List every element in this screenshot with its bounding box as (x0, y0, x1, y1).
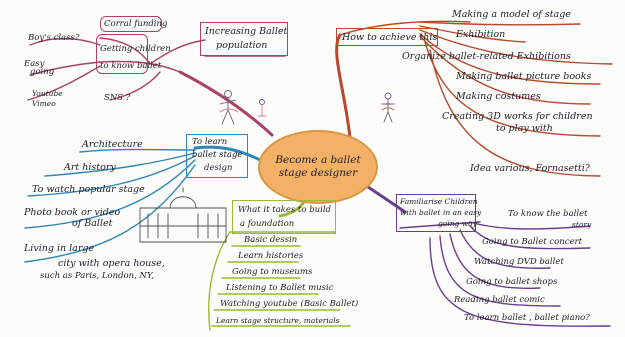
achieve-item: to play with (496, 123, 553, 134)
achieve-item: Making costumes (456, 91, 541, 102)
central-topic-line-2: stage designer (278, 167, 358, 179)
familiarise-title-line-1: Familiarise Children (400, 197, 478, 206)
central-topic: Become a ballet stage designer (258, 130, 378, 204)
familiarise-title-line-3: going way (438, 219, 477, 228)
familiarise-item: Reading ballet comic (454, 295, 545, 305)
familiarise-item: Going to Ballet concert (482, 237, 582, 247)
learn-item: Architecture (82, 139, 143, 150)
achieve-title: How to achieve this (342, 32, 438, 43)
foundation-item: Learn stage structure, materials (216, 316, 340, 325)
learn-item: city with opera house, (58, 258, 165, 269)
familiarise-title-line-2: with ballet in an easy (400, 208, 482, 217)
youtube-line-2: Vimeo (32, 99, 56, 108)
foundation-title-line-1: What it takes to build (238, 205, 331, 215)
population-title-line-1: Increasing Ballet (205, 26, 288, 37)
familiarise-item: Going to ballet shops (466, 277, 558, 287)
learn-item: To watch popular stage (32, 184, 145, 195)
getting-children-line-1: Getting children (100, 44, 171, 54)
learn-item: Art history (64, 162, 116, 173)
learn-item: Living in large (24, 243, 95, 254)
achieve-item: Making a model of stage (452, 9, 571, 20)
familiarise-item: Watching DVD ballet (474, 257, 564, 267)
achieve-branch-box (336, 28, 438, 46)
familiarise-item: To know the ballet (508, 209, 588, 219)
achieve-item: Creating 3D works for children (442, 111, 593, 122)
easy-line-1: Easy (24, 59, 45, 69)
learn-item: Photo book or video (24, 207, 121, 218)
youtube-line-1: Youtube (32, 89, 63, 98)
corral-label: Corral funding (104, 19, 168, 29)
foundation-item: Learn histories (238, 251, 304, 261)
foundation-item: Basic dessin (244, 235, 298, 245)
central-topic-line-1: Become a ballet (275, 153, 361, 166)
achieve-item: Making ballet picture books (456, 71, 592, 82)
foundation-item: Listening to Ballet music (226, 283, 334, 293)
foundation-item: Going to museums (232, 267, 313, 277)
getting-children-box (96, 34, 148, 74)
achieve-item: Organize ballet-related Exhibitions (402, 51, 571, 62)
boys-class-label: Boy's class? (28, 33, 80, 43)
learn-title-line-3: design (204, 163, 233, 173)
achieve-item: Idea various, Fornasetti? (470, 163, 590, 174)
foundation-branch-box (232, 200, 336, 234)
population-title-line-2: population (216, 40, 268, 51)
foundation-title-line-2: a foundation (240, 219, 295, 229)
foundation-item: Watching youtube (Basic Ballet) (220, 299, 359, 309)
sns-label: SNS ? (104, 93, 131, 103)
familiarise-item: To learn ballet , ballet piano? (464, 313, 590, 323)
familiarise-branch-box (396, 194, 476, 232)
achieve-item: Exhibition (456, 29, 506, 40)
getting-children-line-2: to know ballet (100, 61, 162, 71)
learn-item: such as Paris, London, NY, (40, 271, 155, 281)
learn-title-line-2: ballet stage (192, 150, 243, 160)
learn-branch-box (186, 134, 248, 178)
learn-item: of Ballet (72, 218, 113, 229)
population-branch-box (200, 22, 288, 56)
corral-box (100, 16, 162, 32)
familiarise-item: story (572, 220, 592, 229)
easy-line-2: going (30, 67, 55, 77)
learn-title-line-1: To learn (192, 137, 228, 147)
